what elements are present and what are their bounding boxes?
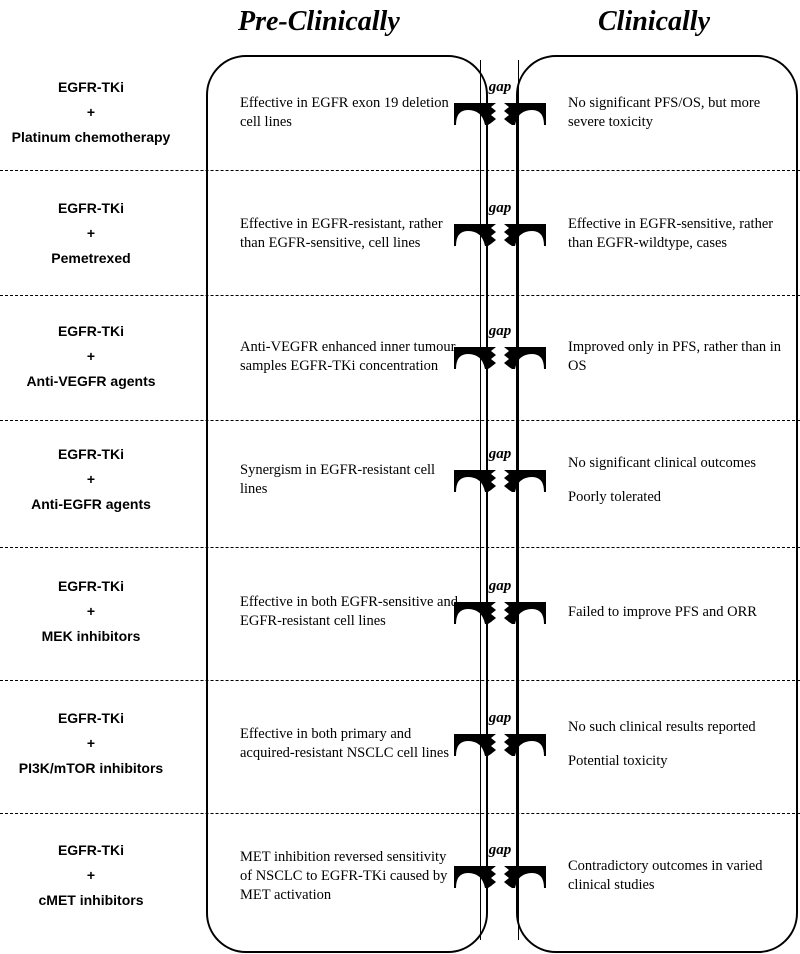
row-divider (0, 813, 800, 814)
broken-bridge-icon (452, 866, 548, 888)
gap-connector-right-line (518, 60, 519, 940)
gap-label: gap (488, 79, 512, 95)
broken-bridge-icon (452, 347, 548, 369)
clinical-finding: Failed to improve PFS and ORR (568, 603, 798, 622)
broken-bridge-icon (452, 734, 548, 756)
combination-label-line: EGFR-TKi (57, 710, 125, 726)
combination-plus: + (86, 104, 96, 120)
clinical-finding-line: Potential toxicity (568, 752, 668, 769)
combination-label-line: PI3K/mTOR inhibitors (18, 760, 164, 776)
gap-label: gap (488, 323, 512, 339)
pre-clinical-finding: Effective in EGFR-resistant, rather than… (240, 216, 443, 251)
combination-plus: + (86, 735, 96, 751)
clinical-finding-line: Contradictory outcomes in varied clinica… (568, 858, 763, 893)
row-divider (0, 420, 800, 421)
pre-clinical-finding: Anti-VEGFR enhanced inner tumour samples… (240, 339, 456, 374)
broken-bridge-icon (452, 224, 548, 246)
gap-connector-left-line (480, 60, 481, 940)
clinical-finding-line: No such clinical results reported (568, 718, 756, 735)
gap-label: gap (488, 446, 512, 462)
combination-label-line: Anti-EGFR agents (31, 496, 151, 512)
clinical-finding: No significant PFS/OS, but more severe t… (568, 94, 798, 132)
combination-label: EGFR-TKi + PI3K/mTOR inhibitors (0, 706, 182, 781)
gap-label: gap (488, 578, 512, 594)
combination-label-line: EGFR-TKi (57, 200, 125, 216)
gap-label: gap (488, 200, 512, 216)
clinical-finding: Improved only in PFS, rather than in OS (568, 338, 798, 376)
combination-label: EGFR-TKi + Platinum chemotherapy (0, 75, 182, 150)
combination-label-line: Anti-VEGFR agents (26, 373, 156, 389)
pre-clinical-finding: Synergism in EGFR-resistant cell lines (240, 462, 436, 497)
combination-label: EGFR-TKi + Anti-VEGFR agents (0, 319, 182, 394)
gap-label: gap (488, 710, 512, 726)
combination-label-line: EGFR-TKi (57, 79, 125, 95)
combination-label-line: MEK inhibitors (41, 628, 141, 644)
combination-label: EGFR-TKi + cMET inhibitors (0, 838, 182, 913)
gap-label: gap (488, 842, 512, 858)
broken-bridge-icon (452, 103, 548, 125)
pre-clinical-finding: Effective in both EGFR-sensitive and EGF… (240, 594, 458, 629)
pre-clinical-finding: Effective in both primary and acquired-r… (240, 726, 449, 761)
combination-label: EGFR-TKi + Anti-EGFR agents (0, 442, 182, 517)
clinical-panel (516, 55, 798, 953)
row-divider (0, 295, 800, 296)
combination-plus: + (86, 603, 96, 619)
combination-label-line: EGFR-TKi (57, 578, 125, 594)
combination-plus: + (86, 225, 96, 241)
combination-plus: + (86, 471, 96, 487)
clinical-finding-line: No significant clinical outcomes (568, 454, 757, 471)
combination-label-line: EGFR-TKi (57, 446, 125, 462)
combination-label-line: cMET inhibitors (38, 892, 144, 908)
clinical-finding-line: Failed to improve PFS and ORR (568, 603, 757, 620)
combination-label: EGFR-TKi + Pemetrexed (0, 196, 182, 271)
combination-plus: + (86, 348, 96, 364)
clinical-finding-line: Improved only in PFS, rather than in OS (568, 339, 782, 374)
pre-clinical-finding: Effective in EGFR exon 19 deletion cell … (240, 95, 449, 130)
pre-clinical-panel (206, 55, 488, 953)
pre-clinical-finding: MET inhibition reversed sensitivity of N… (240, 848, 448, 903)
combination-label-line: Pemetrexed (51, 250, 131, 266)
broken-bridge-icon (452, 470, 548, 492)
combination-label: EGFR-TKi + MEK inhibitors (0, 574, 182, 649)
combination-plus: + (86, 867, 96, 883)
pre-clinically-header: Pre-Clinically (238, 6, 400, 37)
clinical-finding: Contradictory outcomes in varied clinica… (568, 857, 798, 895)
broken-bridge-icon (452, 602, 548, 624)
row-divider (0, 547, 800, 548)
combination-label-line: EGFR-TKi (57, 842, 125, 858)
clinical-finding-line: No significant PFS/OS, but more severe t… (568, 95, 761, 130)
clinically-header: Clinically (598, 6, 710, 37)
row-divider (0, 680, 800, 681)
clinical-finding-line: Poorly tolerated (568, 488, 662, 505)
clinical-finding: Effective in EGFR-sensitive, rather than… (568, 215, 798, 253)
row-divider (0, 170, 800, 171)
combination-label-line: EGFR-TKi (57, 323, 125, 339)
combination-label-line: Platinum chemotherapy (11, 129, 171, 145)
clinical-finding-line: Effective in EGFR-sensitive, rather than… (568, 216, 774, 251)
